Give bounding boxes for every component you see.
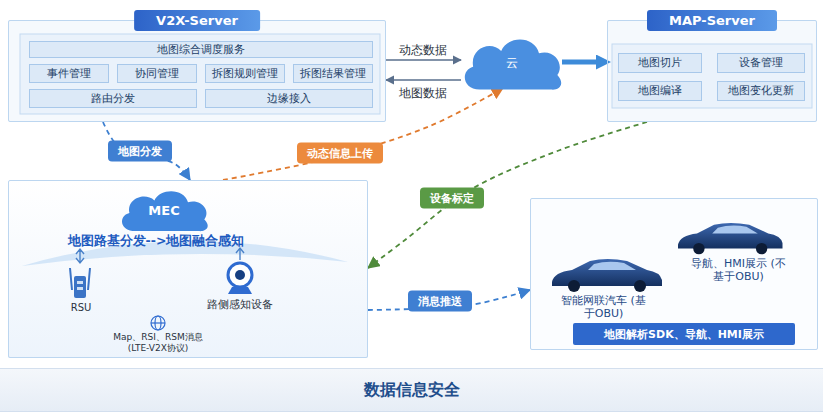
node-label: 地图变化更新 [728,84,794,98]
car-icon [678,223,783,254]
icon-label: 路侧感知设备 [198,298,282,312]
panel-fill [607,20,817,122]
signal-arrows [76,249,84,263]
car-icon [568,280,580,292]
rsu-icon [88,268,90,290]
panel-caption: 地图路基分发-->地图融合感知 [31,233,281,250]
panel-title: MAP-Server [647,10,777,31]
car-icon [634,280,646,292]
server-panel: MAP-Server地图切片设备管理地图编译地图变化更新 [607,20,817,122]
car-icon [712,226,758,234]
panel-fill [8,180,368,358]
panel-title: V2X-Server [134,10,260,31]
node-label: MEC [148,203,179,218]
module-box: 地图编译 [618,81,702,101]
node-label: 事件管理 [47,67,91,81]
node-label: 数据信息安全 [364,380,460,401]
car-icon [756,243,767,254]
edge-label-pill: 消息推送 [408,291,472,312]
icon-label: Map、RSI、RSM消息 (LTE-V2X协议) [104,332,212,354]
panel-fill [612,44,812,108]
connector [386,79,461,80]
node-label: 边缘接入 [267,92,311,106]
edge-label-pill: 地图分发 [108,141,172,162]
node-label: 设备管理 [739,56,783,70]
car-icon [552,259,662,292]
node-label: 地图解析SDK、导航、HMI展示 [604,327,764,342]
cloud-shape [122,191,208,231]
module-box: 设备管理 [717,53,805,73]
panel-caption: 智能网联汽车 (基于OBU) [556,294,651,320]
camera-icon [228,263,252,294]
module-box: 协同管理 [117,64,197,83]
module-box: 路由分发 [29,89,197,108]
globe-icon [151,316,165,330]
cloud-node: 云 [458,34,566,92]
camera-icon [228,287,252,294]
signal-arrows [76,248,244,263]
security-band: 数据信息安全 [0,368,823,412]
panel-fill [20,34,380,114]
globe-icon [151,322,165,323]
mec-cloud: MEC [116,187,212,233]
module-box: 边缘接入 [205,89,373,108]
connector [103,122,190,180]
edge-label: 地图数据 [397,85,449,102]
panel-fill [530,198,818,350]
node-label: 云 [506,55,518,72]
node-label: 拆图规则管理 [212,67,278,81]
node-label: 路由分发 [91,92,135,106]
connector [386,59,461,60]
camera-icon [228,263,252,287]
node-label: 地图切片 [638,56,682,70]
edge-label-pill: 动态信息上传 [297,143,383,164]
camera-icon [235,270,245,280]
edge-panel: 地图路基分发-->地图融合感知 MEC [8,180,368,358]
rsu-icon [70,268,72,290]
node-label: 协同管理 [135,67,179,81]
module-box: 地图切片 [618,53,702,73]
module-box: 事件管理 [29,64,109,83]
vehicle-panel: 智能网联汽车 (基于OBU) 导航、HMI展示 (不基于OBU) 地图解析SDK、导… [530,198,818,350]
signal-arrows [236,248,244,260]
node-label: 地图综合调度服务 [157,43,245,57]
edge-label-pill: 设备标定 [420,188,484,209]
panel-fill [8,20,818,358]
globe-icon [151,316,165,330]
rsu-icon [74,276,86,298]
server-panel: V2X-Server地图综合调度服务事件管理协同管理拆图规则管理拆图结果管理路由… [8,20,386,122]
panel-fill [8,20,386,122]
sdk-bar: 地图解析SDK、导航、HMI展示 [573,323,795,345]
node-label: 拆图结果管理 [300,67,366,81]
panel-caption: 导航、HMI展示 (不基于OBU) [691,257,786,283]
rsu-icon [77,281,83,284]
rsu-icon [77,287,83,290]
cloud-shape [465,39,561,89]
rsu-icon [70,268,90,298]
edge-label: 动态数据 [397,42,449,59]
car-icon [678,223,783,249]
connector [368,122,647,268]
service-bar: 地图综合调度服务 [29,41,373,58]
icon-label: RSU [66,302,96,313]
module-box: 拆图结果管理 [293,64,373,83]
connector [562,60,605,65]
car-icon [588,262,636,270]
module-box: 地图变化更新 [717,81,805,101]
module-box: 拆图规则管理 [205,64,285,83]
node-label: 地图编译 [638,84,682,98]
car-icon [552,259,662,286]
car-icon [693,243,704,254]
